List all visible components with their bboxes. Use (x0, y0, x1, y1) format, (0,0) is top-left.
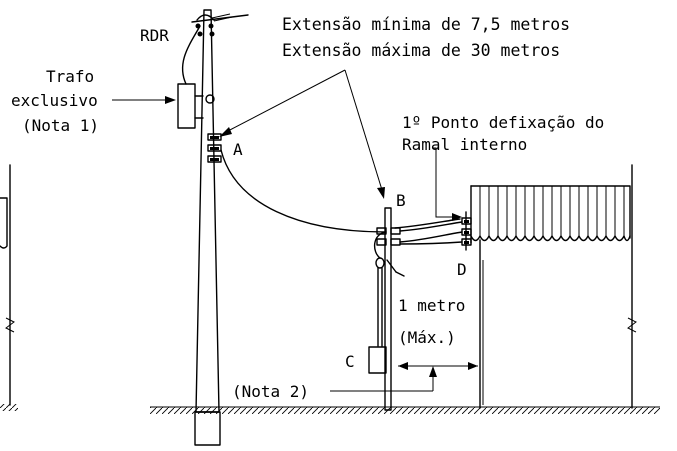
transformer (177, 25, 215, 129)
note-2-label: (Nota 2) (232, 382, 309, 401)
trafo-label: Trafo (46, 67, 94, 86)
trafo-note-label: (Nota 1) (22, 116, 99, 135)
service-post (373, 207, 405, 411)
internal-branch-cables (394, 218, 463, 245)
building-wall (479, 164, 637, 409)
roof-scalloped-edge (470, 235, 631, 242)
point-d-label: D (457, 260, 467, 279)
rdr-label: RDR (140, 26, 169, 45)
left-wall-fragment (0, 164, 15, 406)
point-a-label: A (233, 140, 243, 159)
corrugated-roof (470, 185, 631, 244)
rdr-crossarm (191, 13, 249, 37)
internal-branch-label: Ramal interno (402, 135, 527, 154)
fixation-point-label: 1º Ponto defixação do (402, 113, 604, 132)
trafo-exclusivo-label: exclusivo (11, 91, 98, 110)
max-distance-unit-label: (Máx.) (398, 328, 456, 347)
point-c-label: C (345, 352, 355, 371)
ground (0, 404, 660, 414)
building-insulators-d (461, 211, 472, 251)
max-distance-dimension (398, 260, 484, 405)
distribution-pole (194, 9, 221, 446)
min-extension-label: Extensão mínima de 7,5 metros (282, 15, 570, 34)
leader-lines (112, 69, 462, 392)
service-drop-cable (220, 149, 387, 233)
max-distance-label: 1 metro (398, 296, 465, 315)
point-b-label: B (396, 191, 406, 210)
max-extension-label: Extensão máxima de 30 metros (282, 41, 560, 60)
pole-insulators-a (207, 133, 222, 163)
meter-box (368, 346, 387, 374)
